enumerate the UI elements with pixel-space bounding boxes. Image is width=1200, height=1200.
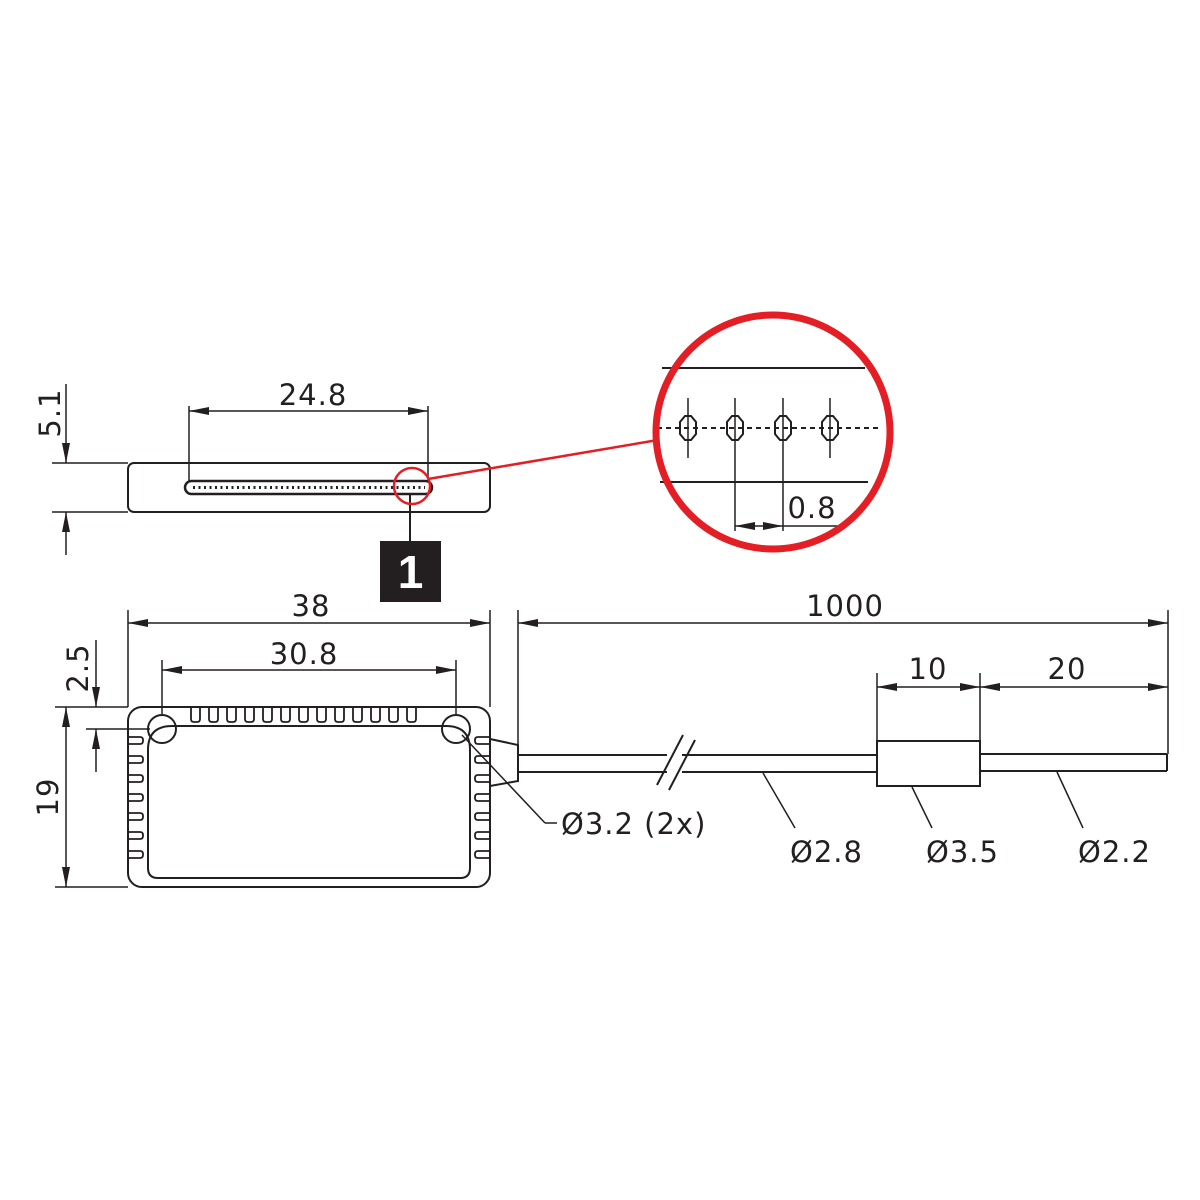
cooling-fins-left — [128, 736, 144, 859]
tip-diameter-label: Ø2.2 — [1078, 835, 1151, 869]
dimension-label-20: 20 — [1048, 652, 1087, 686]
cooling-fins-top — [190, 707, 417, 723]
fiber-core-3 — [774, 398, 792, 458]
callout-number: 1 — [398, 546, 424, 598]
mounting-hole-left — [147, 714, 177, 744]
dimension-label-10: 10 — [909, 652, 948, 686]
detail-magnifier-circle — [652, 311, 894, 553]
fiber-array-slot — [183, 479, 434, 496]
top-view-body — [127, 462, 491, 513]
fiber-core-1 — [679, 398, 697, 458]
dimension-label-19: 19 — [31, 778, 65, 817]
dimension-label-1000: 1000 — [806, 589, 884, 623]
cooling-fins-right — [474, 736, 490, 859]
dimension-label-38: 38 — [292, 589, 331, 623]
cable-sleeve — [876, 740, 981, 787]
cable: 1000 10 20 Ø2.8 Ø3.5 Ø2.2 — [489, 589, 1169, 869]
dimension-label-24-8: 24.8 — [279, 378, 348, 412]
top-view: 24.8 5.1 1 — [33, 378, 659, 602]
fiber-core-2 — [726, 398, 744, 458]
front-view-body — [127, 706, 491, 888]
front-view-inner-frame — [147, 725, 471, 879]
callout-badge — [380, 541, 441, 602]
dimension-label-2-5: 2.5 — [61, 643, 95, 692]
dimension-label-30-8: 30.8 — [270, 637, 339, 671]
sleeve-diameter-label: Ø3.5 — [926, 835, 999, 869]
cable-break-symbol — [656, 734, 696, 791]
fiber-core-4 — [821, 398, 839, 458]
hole-diameter-label: Ø3.2 (2x) — [561, 807, 706, 841]
cable-diameter-label: Ø2.8 — [790, 835, 863, 869]
detail-leader-line — [427, 438, 659, 481]
detail-view: 0.8 — [652, 311, 894, 553]
detail-highlight-circle — [392, 466, 432, 506]
dimension-label-5-1: 5.1 — [33, 388, 67, 437]
dimension-label-0-8: 0.8 — [787, 491, 836, 525]
front-view: 38 30.8 19 2.5 Ø3.2 (2x) — [31, 589, 706, 888]
cable-strain-relief — [489, 738, 519, 787]
